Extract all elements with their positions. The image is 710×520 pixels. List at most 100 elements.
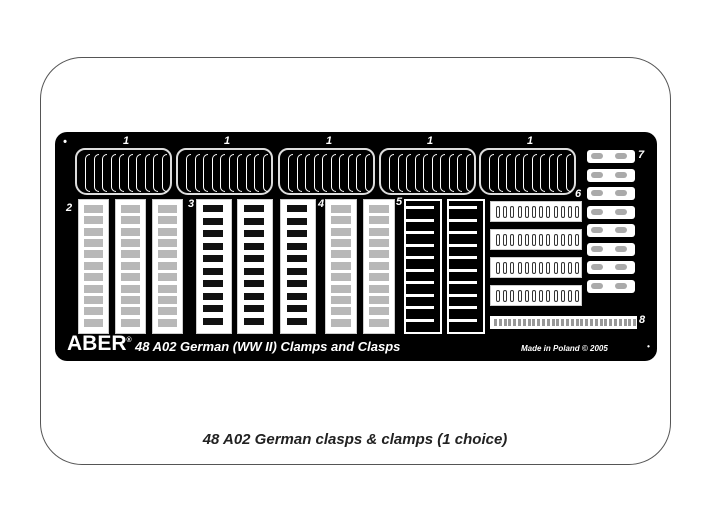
part [158, 205, 177, 213]
part [369, 284, 389, 293]
clasp [503, 206, 508, 218]
part [406, 306, 434, 309]
clamp [119, 154, 124, 192]
part [244, 267, 264, 275]
strip [447, 199, 485, 334]
tab [615, 227, 627, 233]
clasp [517, 206, 522, 218]
segment [561, 319, 565, 326]
clamp [557, 154, 562, 192]
clasp [517, 262, 522, 274]
part [121, 216, 140, 225]
segment [503, 319, 507, 326]
tab [615, 190, 627, 196]
part-label-4: 4 [318, 198, 325, 210]
part-7-piece [587, 261, 635, 274]
segment [527, 319, 531, 326]
part [369, 261, 389, 270]
part [449, 281, 477, 284]
part [449, 293, 477, 297]
clasp [546, 234, 551, 246]
part-label-3: 3 [188, 198, 195, 210]
registration-dot: • [63, 136, 67, 148]
part [84, 261, 103, 270]
part [203, 205, 223, 212]
clamp [110, 154, 116, 192]
part [287, 205, 307, 212]
part [84, 295, 103, 304]
segment [575, 319, 579, 326]
clasp [510, 206, 515, 218]
segment [623, 319, 627, 326]
clamp [211, 154, 217, 192]
part [331, 250, 351, 259]
clamp [565, 154, 571, 192]
clasp [532, 290, 536, 302]
clamp [523, 154, 528, 192]
part-label-8: 8 [639, 314, 646, 326]
part [158, 227, 177, 236]
segment [522, 319, 526, 326]
part [203, 280, 223, 287]
part [331, 307, 351, 316]
clasp [575, 262, 580, 274]
brand-text: ABER [67, 332, 127, 355]
clamp [136, 154, 141, 192]
clamp [237, 154, 242, 192]
part-7-piece [587, 242, 635, 256]
clamp [127, 154, 133, 192]
part [369, 216, 389, 225]
clasp [539, 262, 544, 274]
clamp [313, 154, 319, 192]
clasp [539, 206, 544, 218]
clamp [245, 154, 251, 192]
part-6-bar [490, 201, 582, 222]
part [406, 231, 434, 234]
tab [615, 245, 627, 252]
part [203, 305, 223, 312]
caption: 48 A02 German clasps & clamps (1 choice) [202, 431, 508, 448]
clamp [186, 154, 191, 192]
clamp [489, 154, 494, 192]
part [406, 318, 434, 322]
part [84, 307, 103, 316]
part-label-1: 1 [527, 135, 534, 147]
tab [615, 282, 627, 289]
clasp [560, 234, 565, 246]
clasp [546, 262, 551, 274]
part [84, 239, 103, 248]
segment [604, 319, 608, 326]
segment [580, 319, 584, 326]
clasp [532, 206, 536, 218]
part [449, 318, 477, 322]
clasp [510, 262, 515, 274]
segment [551, 319, 555, 326]
part-6-bar [490, 285, 582, 306]
part [244, 217, 264, 225]
part [331, 205, 351, 213]
part [158, 318, 177, 327]
clasp [553, 290, 558, 302]
part [406, 243, 434, 247]
segment [518, 319, 521, 326]
clamp [288, 154, 293, 192]
part [369, 205, 389, 213]
clamp [531, 154, 537, 192]
segment [570, 319, 574, 326]
part [331, 216, 351, 225]
clamp [465, 154, 471, 192]
tab [591, 227, 603, 233]
clasp [539, 234, 544, 246]
strip [325, 199, 357, 334]
clamp [322, 154, 327, 192]
clasp [503, 234, 508, 246]
part [406, 293, 434, 297]
clamp [296, 154, 302, 192]
part [203, 242, 223, 250]
clasp [546, 206, 551, 218]
clamp [85, 154, 90, 192]
segment [566, 319, 569, 326]
segment [633, 319, 637, 326]
part [449, 268, 477, 272]
clasp [524, 234, 529, 246]
